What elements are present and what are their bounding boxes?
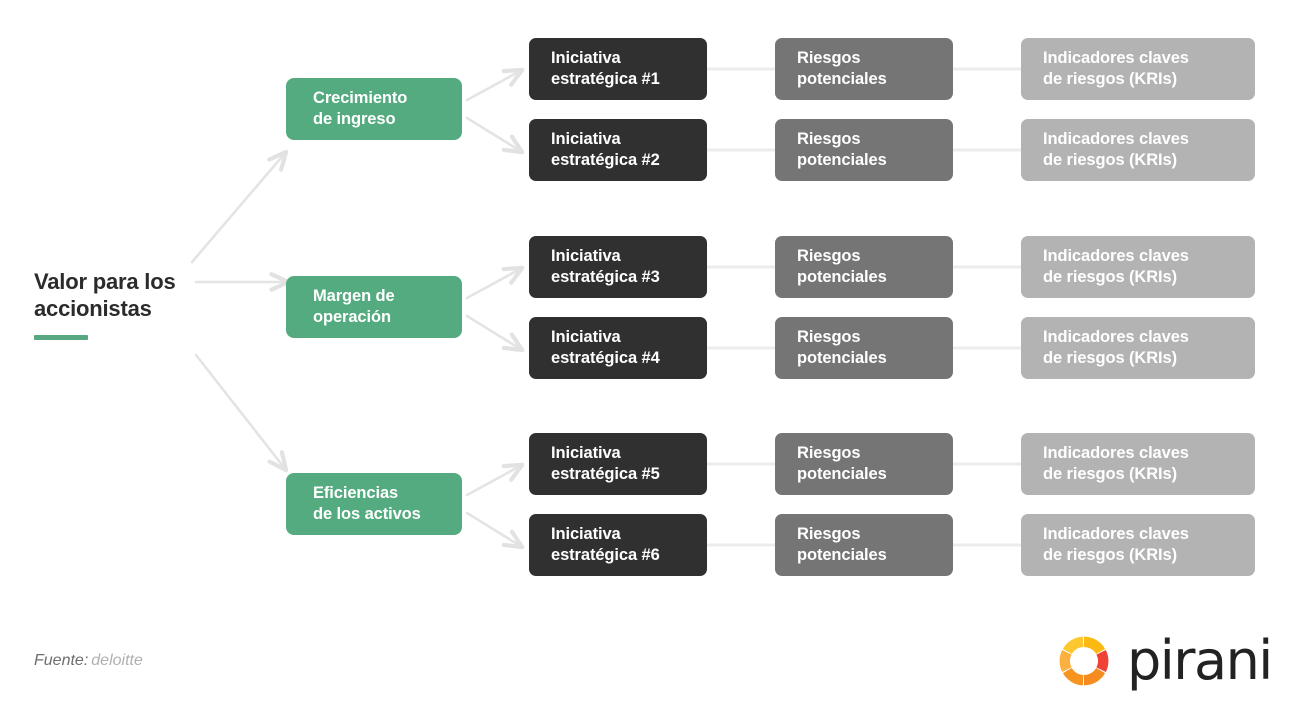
risk-box-2[interactable]: Riesgos potenciales — [775, 119, 953, 181]
pirani-logo: pirani — [1055, 629, 1273, 692]
kri-box-3[interactable]: Indicadores claves de riesgos (KRIs) — [1021, 236, 1255, 298]
source-value: deloitte — [91, 652, 143, 669]
arrow-driver3-to-init5 — [465, 462, 525, 497]
source-label: Fuente: — [34, 652, 89, 669]
initiative-box-4[interactable]: Iniciativa estratégica #4 — [529, 317, 707, 379]
arrow-driver1-to-init1 — [465, 67, 525, 102]
driver-box-1[interactable]: Crecimiento de ingreso — [286, 78, 462, 140]
arrow-root-to-driver-3 — [194, 353, 289, 473]
pirani-ring-icon — [1059, 636, 1109, 686]
kri-box-4[interactable]: Indicadores claves de riesgos (KRIs) — [1021, 317, 1255, 379]
root-accent-underline — [34, 334, 88, 340]
driver-box-3[interactable]: Eficiencias de los activos — [286, 473, 462, 535]
initiative-box-3[interactable]: Iniciativa estratégica #3 — [529, 236, 707, 298]
root-title: Valor para los accionistas — [34, 269, 176, 322]
risk-box-1[interactable]: Riesgos potenciales — [775, 38, 953, 100]
kri-box-6[interactable]: Indicadores claves de riesgos (KRIs) — [1021, 514, 1255, 576]
kri-box-1[interactable]: Indicadores claves de riesgos (KRIs) — [1021, 38, 1255, 100]
kri-box-5[interactable]: Indicadores claves de riesgos (KRIs) — [1021, 433, 1255, 495]
risk-box-6[interactable]: Riesgos potenciales — [775, 514, 953, 576]
arrow-driver2-to-init3 — [465, 265, 525, 300]
risk-box-3[interactable]: Riesgos potenciales — [775, 236, 953, 298]
arrow-driver2-to-init4 — [465, 314, 525, 353]
arrow-root-to-driver-1 — [190, 149, 289, 264]
initiative-box-2[interactable]: Iniciativa estratégica #2 — [529, 119, 707, 181]
source-caption: Fuente:deloitte — [34, 652, 143, 670]
kri-box-2[interactable]: Indicadores claves de riesgos (KRIs) — [1021, 119, 1255, 181]
initiative-box-5[interactable]: Iniciativa estratégica #5 — [529, 433, 707, 495]
arrow-driver3-to-init6 — [465, 511, 525, 550]
driver-box-2[interactable]: Margen de operación — [286, 276, 462, 338]
pirani-wordmark: pirani — [1127, 629, 1273, 692]
risk-box-4[interactable]: Riesgos potenciales — [775, 317, 953, 379]
arrow-driver1-to-init2 — [465, 116, 525, 155]
root-node: Valor para los accionistas — [34, 268, 244, 340]
initiative-box-6[interactable]: Iniciativa estratégica #6 — [529, 514, 707, 576]
risk-box-5[interactable]: Riesgos potenciales — [775, 433, 953, 495]
initiative-box-1[interactable]: Iniciativa estratégica #1 — [529, 38, 707, 100]
